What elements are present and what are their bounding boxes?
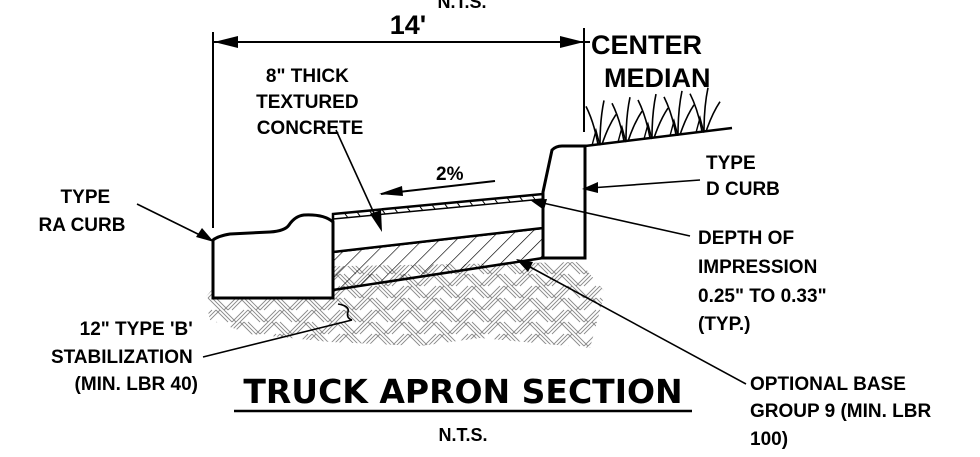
leader-arrowheads (196, 182, 598, 272)
depth-of-impression-label: DEPTH OF IMPRESSION 0.25" TO 0.33" (TYP.… (698, 228, 832, 335)
type-ra-curb-label: TYPE RA CURB (39, 187, 126, 236)
type-d-curb (541, 144, 587, 260)
dimension-arrow-left (214, 36, 238, 48)
center-median-label: CENTER (591, 30, 702, 60)
concrete-label: 8" THICK TEXTURED CONCRETE (256, 66, 364, 139)
stabilization-leader-curl (337, 303, 353, 321)
dimension-arrow-right (560, 36, 584, 48)
stabilization-label: 12" TYPE 'B' STABILIZATION (MIN. LBR 40) (51, 319, 198, 395)
slope-indicator: 2% (379, 164, 496, 196)
texture-ticks (344, 195, 536, 219)
center-median-label-2: MEDIAN (604, 63, 711, 93)
optional-base-label: OPTIONAL BASE GROUP 9 (MIN. LBR 100) (750, 374, 937, 450)
type-ra-curb (211, 213, 335, 300)
type-d-curb-label: TYPE D CURB (706, 153, 780, 200)
leader-lines (136, 129, 747, 385)
section-title: TRUCK APRON SECTION (243, 372, 682, 411)
slope-label: 2% (436, 164, 464, 185)
width-dimension: 14' (212, 10, 590, 228)
top-nts-note: N.T.S. (437, 0, 486, 12)
median-grass (584, 87, 733, 148)
section-subtitle: N.T.S. (438, 425, 487, 445)
dimension-label: 14' (390, 10, 426, 40)
